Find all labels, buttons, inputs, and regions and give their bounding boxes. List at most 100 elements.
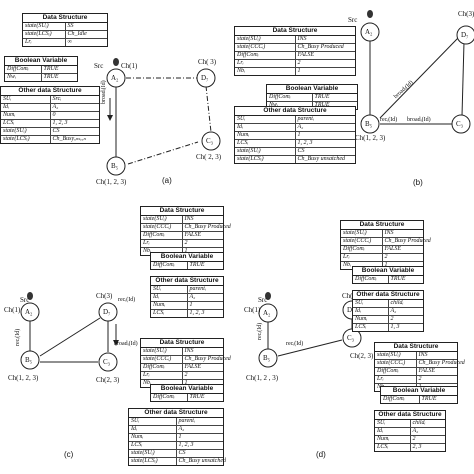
label-rec-b: recᵢ(Id) [380,117,398,123]
row-value: CS [175,449,223,458]
edge-d7-c3 [205,85,212,133]
row-value: Ch_Busy Produced [181,223,231,232]
label-ch123-b: Ch(1, 2, 3) [355,134,386,142]
row-value: FALSE [381,245,423,254]
row-value: 1 [175,433,223,442]
table-row: state(SUᵢ)INS [375,352,457,360]
edge-b-b5-d7 [379,37,459,119]
row-key: state(SUᵢ) [141,348,183,356]
label-ch123-d: Ch(1, 2 , 3) [246,374,279,382]
row-value: 1 [186,301,223,310]
row-value: Ch_Idle [64,30,107,39]
row-key: Numᵢ [353,315,389,324]
node-a2: A₂ [111,74,119,82]
row-value: A₂ [294,123,355,132]
node-c-b5: B₅ [25,356,33,364]
table-row: state(CCCᵢ)Ch_Busy Produced [341,237,431,246]
row-value: 1 [294,131,355,140]
label-ch3-c: Ch(3) [96,292,113,300]
src-figure-d [265,292,271,300]
node-b-d7: D₇ [461,31,469,39]
row-value: TRUE [186,394,223,401]
row-key: Numᵢ [1,111,51,120]
row-key: Idᵢ [129,425,177,434]
table-header: Other data Structure [151,277,223,286]
row-key: state(SUᵢ) [141,216,183,224]
row-key: SUᵢ [353,300,389,308]
table-header: Data Structure [375,343,457,352]
node-b-a2-circle [360,22,380,42]
label-ch23-a: Ch( 2, 3) [196,153,222,161]
row-value: TRUE [40,66,77,74]
table-row: state(LCSᵢ)Ch_Busyᵤₙₛₑₑₙ [1,135,99,143]
label-ch1-d: Ch(1) [244,306,261,314]
row-value: childᵢ [387,300,423,308]
row-key: state(SUᵢ) [341,230,383,238]
row-key: state(CCCᵢ) [235,43,296,52]
row-value: Ch_Busy Produced [294,43,355,52]
table-header: Boolean Variable [5,57,77,66]
node-d-b5-circle [258,348,278,368]
caption-b: (b) [413,178,423,187]
row-value: 1, 2, 3 [294,139,355,148]
row-key: SUᵢ [151,286,188,294]
row-key: Lrᵢ [341,253,383,262]
row-key: Numᵢ [375,435,411,444]
node-c-b5-circle [20,350,40,370]
row-key: Idᵢ [235,123,296,132]
row-key: state(SUᵢ) [1,127,51,136]
row-key: state(LCSᵢ) [23,30,66,39]
row-key: Numᵢ [235,131,296,140]
table-header: Boolean Variable [151,385,223,394]
row-key: DiffComᵢ [267,94,313,102]
label-src-b: Src [348,16,358,24]
table-row: state(SUᵢ)CS [1,127,99,136]
label-ch123-a: Ch(1, 2, 3) [96,178,127,186]
row-key: Lrᵢ [375,375,417,384]
table-header: Other data Structure [375,411,445,420]
row-value: INS [415,352,457,360]
row-value: 2, 3 [409,443,445,451]
row-key: SUᵢ [1,96,51,104]
row-value: 1 [294,67,355,75]
table-row: state(SUᵢ)SS [23,23,107,31]
panel-b-edges [369,37,465,125]
row-key: state(SUᵢ) [235,147,296,156]
table-header: Data Structure [141,207,223,216]
panel-a-nodes [106,58,221,176]
table-header: Boolean Variable [267,85,357,94]
row-value: INS [381,230,423,238]
label-ch123-c: Ch(1, 2, 3) [8,374,39,382]
node-c-d7: D₇ [103,308,111,316]
label-rec-c: recᵢ(Id) [118,297,136,303]
label-src-c: Src [20,296,30,304]
table-row: state(CCCᵢ)Ch_Busy Produced [141,355,231,364]
label-rec-c2: recᵢ(Id) [15,328,21,346]
caption-c: (c) [64,450,74,459]
